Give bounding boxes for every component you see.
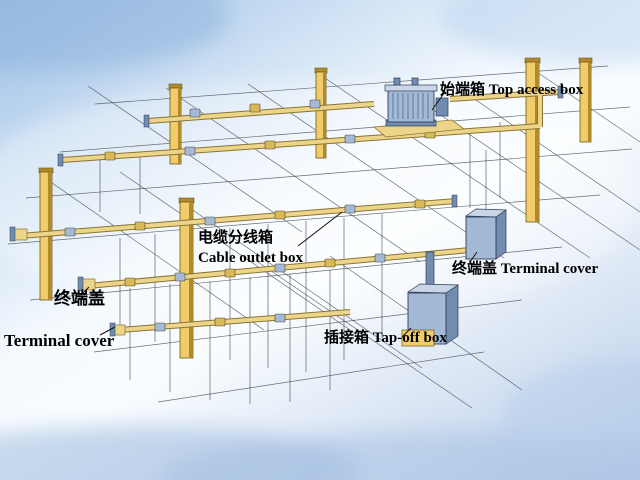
label-top-access-box-zh: 始端箱 — [440, 82, 486, 98]
label-terminal-cover-left-zh: 终端盖 — [54, 289, 105, 308]
top-access-box-unit — [373, 77, 466, 138]
grid-lines-horizontal — [7, 65, 633, 403]
leader-lines — [81, 91, 478, 338]
label-terminal-cover-right: 终端盖 Terminal cover — [452, 259, 598, 279]
tap-off-box-unit — [401, 251, 460, 347]
label-terminal-cover-right-en: Terminal cover — [500, 261, 599, 277]
label-top-access-box: 始端箱 Top access box — [440, 80, 583, 100]
label-top-access-box-en: Top access box — [488, 82, 584, 98]
label-tap-off-box-en: Tap-off box — [372, 330, 447, 346]
busway-rails — [19, 89, 561, 333]
label-terminal-cover-right-zh: 终端盖 — [452, 261, 498, 277]
support-column — [578, 57, 593, 143]
label-terminal-cover-left-en: Terminal cover — [4, 331, 115, 350]
label-cable-outlet-box-zh: 电缆分线箱 — [198, 230, 274, 246]
support-column — [168, 83, 183, 165]
support-column — [524, 57, 541, 223]
label-cable-outlet-box-en: Cable outlet box — [198, 250, 303, 267]
label-cable-outlet-box: 电缆分线箱 Cable outlet box — [198, 228, 303, 269]
right-distribution-box — [464, 208, 508, 260]
label-tap-off-box: 插接箱 Tap-off box — [324, 328, 447, 348]
support-column — [314, 67, 328, 159]
label-tap-off-box-zh: 插接箱 — [324, 330, 370, 346]
tap-connectors — [64, 99, 436, 332]
terminal-cover-caps — [9, 85, 564, 337]
